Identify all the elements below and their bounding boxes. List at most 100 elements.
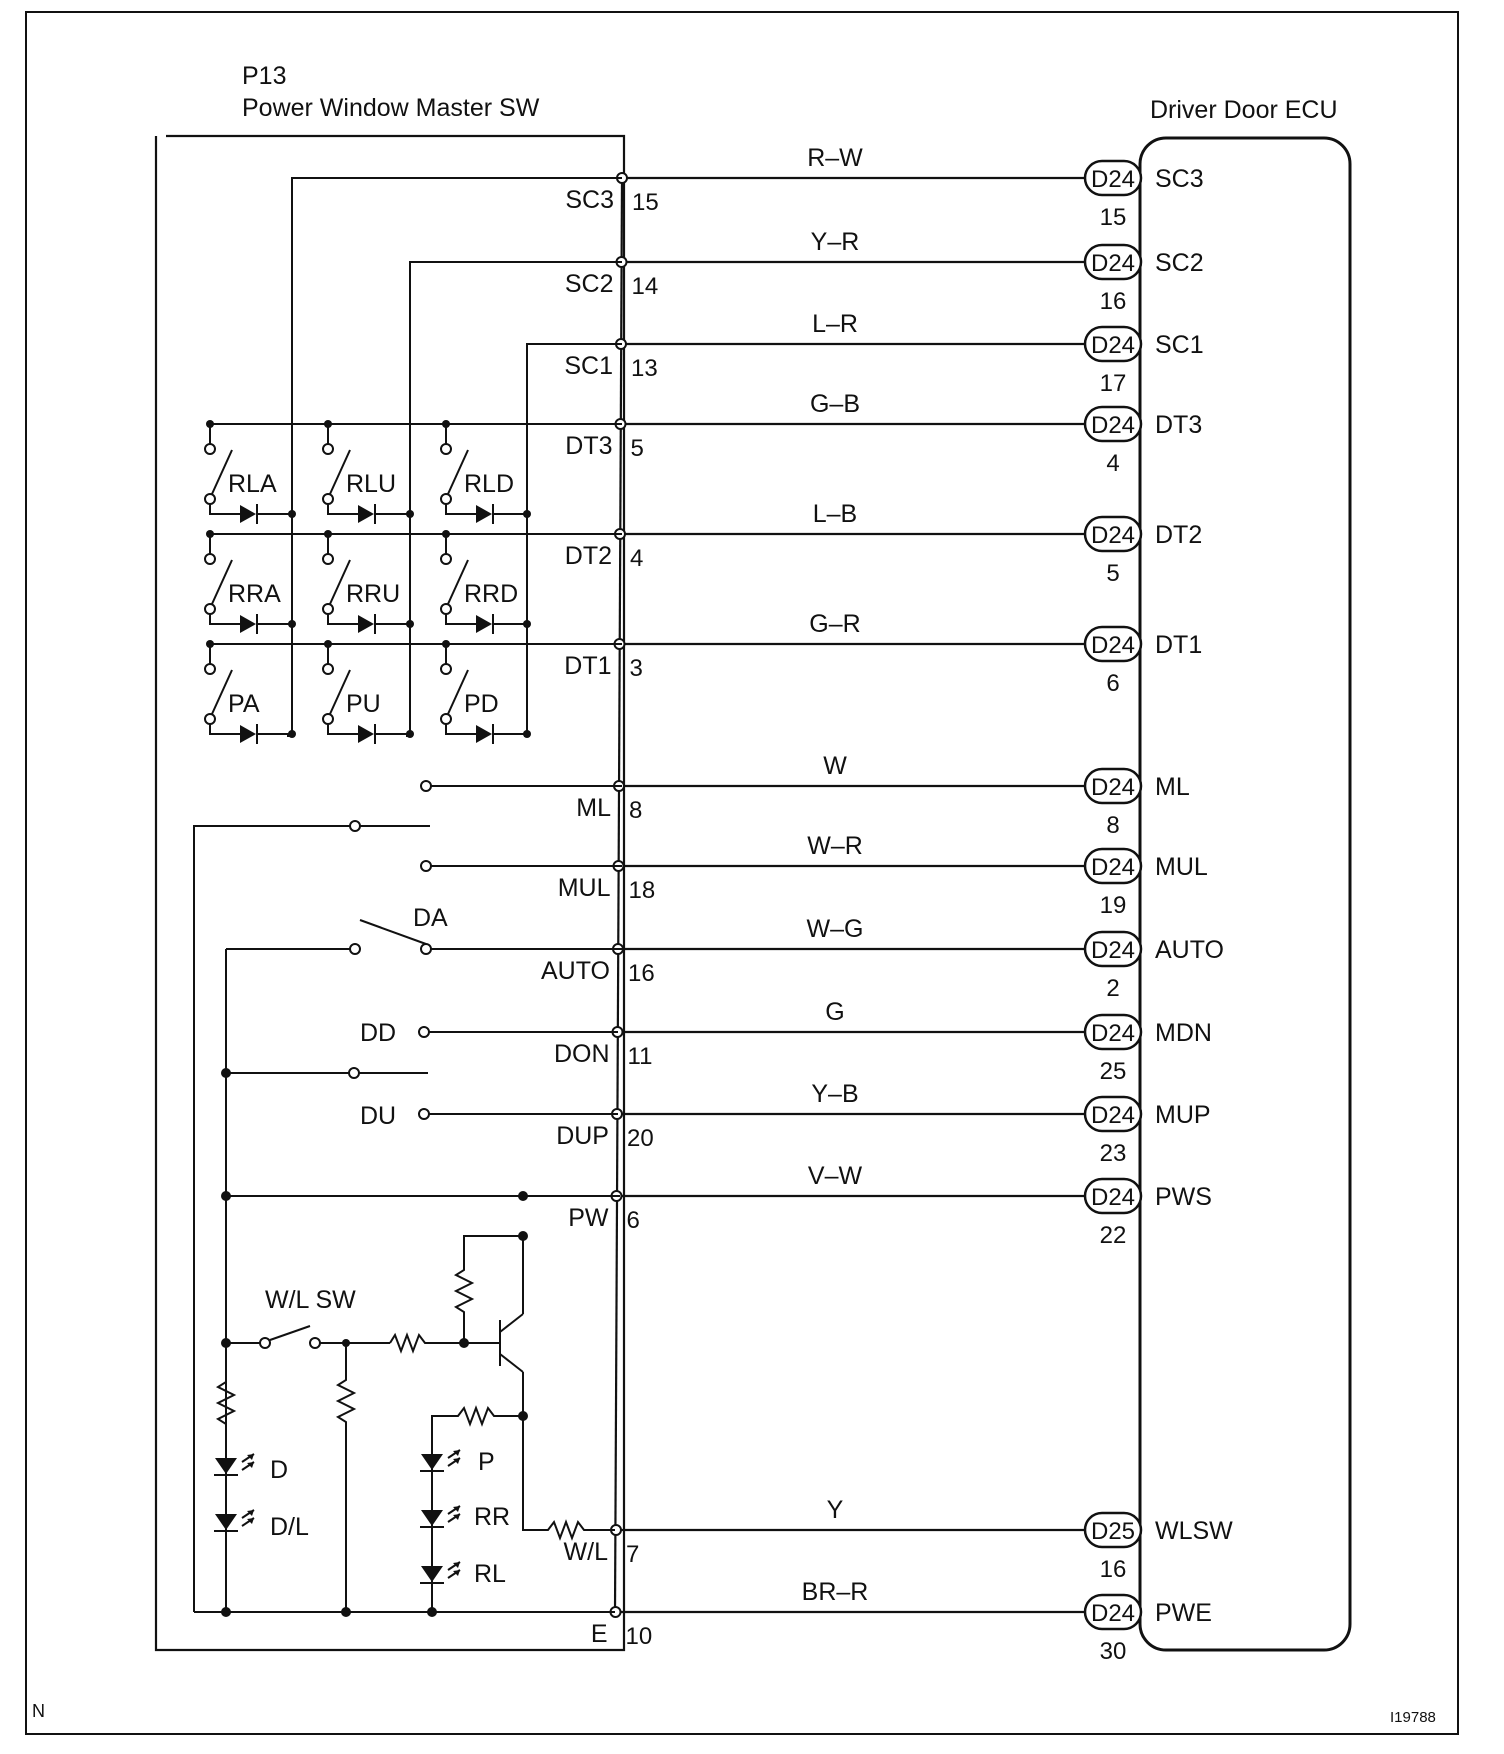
wire-color: L–R <box>812 310 858 338</box>
connector-label: D24 <box>1091 632 1135 659</box>
sw-label: DON <box>554 1040 610 1068</box>
diagram-frame <box>25 11 1459 1735</box>
sw-pin: 3 <box>630 655 643 682</box>
wire-color: W–G <box>807 915 864 943</box>
wl-sw-contact-left <box>259 1337 271 1349</box>
led-p-label: P <box>478 1448 495 1476</box>
du-contact <box>418 1108 430 1120</box>
ecu-label: PWE <box>1155 1599 1212 1627</box>
sw-pin: 10 <box>626 1623 653 1650</box>
switch-rrd: RRD <box>440 530 531 634</box>
ecu-pin: 2 <box>1106 975 1119 1002</box>
ecu-label: MUP <box>1155 1101 1211 1129</box>
switch-label: RLD <box>464 470 514 498</box>
connector-label: D24 <box>1091 1102 1135 1129</box>
sw-label: AUTO <box>541 957 610 985</box>
ecu-pin: 19 <box>1100 892 1127 919</box>
sw-label: DT2 <box>565 542 612 570</box>
led-rl-label: RL <box>474 1560 506 1588</box>
connector-label: D24 <box>1091 250 1135 277</box>
ecu-label: PWS <box>1155 1183 1212 1211</box>
ecu-label: ML <box>1155 773 1190 801</box>
footer-left: N <box>32 1701 45 1721</box>
ecu-title: Driver Door ECU <box>1150 96 1338 124</box>
led-rl-icon <box>420 1561 461 1584</box>
p-resistor <box>431 1405 523 1612</box>
led-rr-icon <box>420 1505 461 1528</box>
sw-label: SC3 <box>565 186 614 214</box>
sw-pin: 20 <box>627 1125 654 1152</box>
base-resistor <box>389 1332 500 1354</box>
wire-color: G <box>825 998 844 1026</box>
connector-label: D24 <box>1091 854 1135 881</box>
sw-pin: 13 <box>631 355 658 382</box>
wl-sw-blade <box>269 1325 311 1341</box>
wl-sw-contact-right <box>309 1337 321 1349</box>
wire-color: Y–R <box>811 228 860 256</box>
switch-rld: RLD <box>440 420 531 524</box>
sw-label: PW <box>568 1204 609 1232</box>
ddu-common-contact <box>348 1067 360 1079</box>
sw-label: DT3 <box>565 432 612 460</box>
sw-label: ML <box>576 794 611 822</box>
switch-pd: PD <box>440 640 531 744</box>
wire-color: BR–R <box>802 1578 869 1606</box>
connector-label: D24 <box>1091 774 1135 801</box>
ecu-label: SC1 <box>1155 331 1204 359</box>
wl-ground-resistor <box>335 1343 357 1612</box>
wire-color: G–R <box>809 610 860 638</box>
master-switch-box <box>154 134 626 1652</box>
da-contact-left <box>349 943 361 955</box>
switch-label: RLU <box>346 470 396 498</box>
ecu-pin: 22 <box>1100 1222 1127 1249</box>
mul-contact <box>420 860 432 872</box>
switch-label: PA <box>228 690 260 718</box>
wl-resistor <box>522 1516 615 1541</box>
led-dl-label: D/L <box>270 1513 309 1541</box>
connector-label: D24 <box>1091 166 1135 193</box>
footer-right: I19788 <box>1390 1709 1436 1726</box>
sw-pin: 5 <box>631 435 644 462</box>
switch-rlu: RLU <box>322 420 414 524</box>
ecu-pin: 30 <box>1100 1638 1127 1665</box>
ecu-label: AUTO <box>1155 936 1224 964</box>
ecu-pin: 6 <box>1106 670 1119 697</box>
ecu-label: DT3 <box>1155 411 1202 439</box>
sw-pin: 14 <box>632 273 659 300</box>
sw-label: DUP <box>556 1122 609 1150</box>
sw-pin: 11 <box>628 1043 653 1070</box>
connector-label: D24 <box>1091 412 1135 439</box>
sw-pin: 4 <box>630 545 643 572</box>
sw-pin: 8 <box>629 797 642 824</box>
ecu-pin: 17 <box>1100 370 1127 397</box>
pin-bus <box>613 177 624 1613</box>
connector-oval <box>1083 1095 1143 1133</box>
ecu-pin: 16 <box>1100 288 1127 315</box>
ecu-pin: 25 <box>1100 1058 1127 1085</box>
led-p-icon <box>420 1449 461 1472</box>
ecu-label: DT1 <box>1155 631 1202 659</box>
sw-pin: 18 <box>629 877 656 904</box>
transistor <box>499 1236 524 1516</box>
ecu-label: DT2 <box>1155 521 1202 549</box>
switch-rla: RLA <box>204 420 296 524</box>
ml-ground-wire <box>193 825 350 1612</box>
switch-label: RRA <box>228 580 281 608</box>
du-label: DU <box>360 1102 396 1130</box>
connector-oval <box>1083 625 1143 663</box>
sw-label: W/L <box>564 1538 609 1566</box>
connector-label: D24 <box>1091 522 1135 549</box>
da-blade <box>359 919 427 945</box>
dd-contact <box>418 1026 430 1038</box>
connector-oval <box>1083 1511 1143 1549</box>
connector-label: D24 <box>1091 1020 1135 1047</box>
connector-oval <box>1083 847 1143 885</box>
